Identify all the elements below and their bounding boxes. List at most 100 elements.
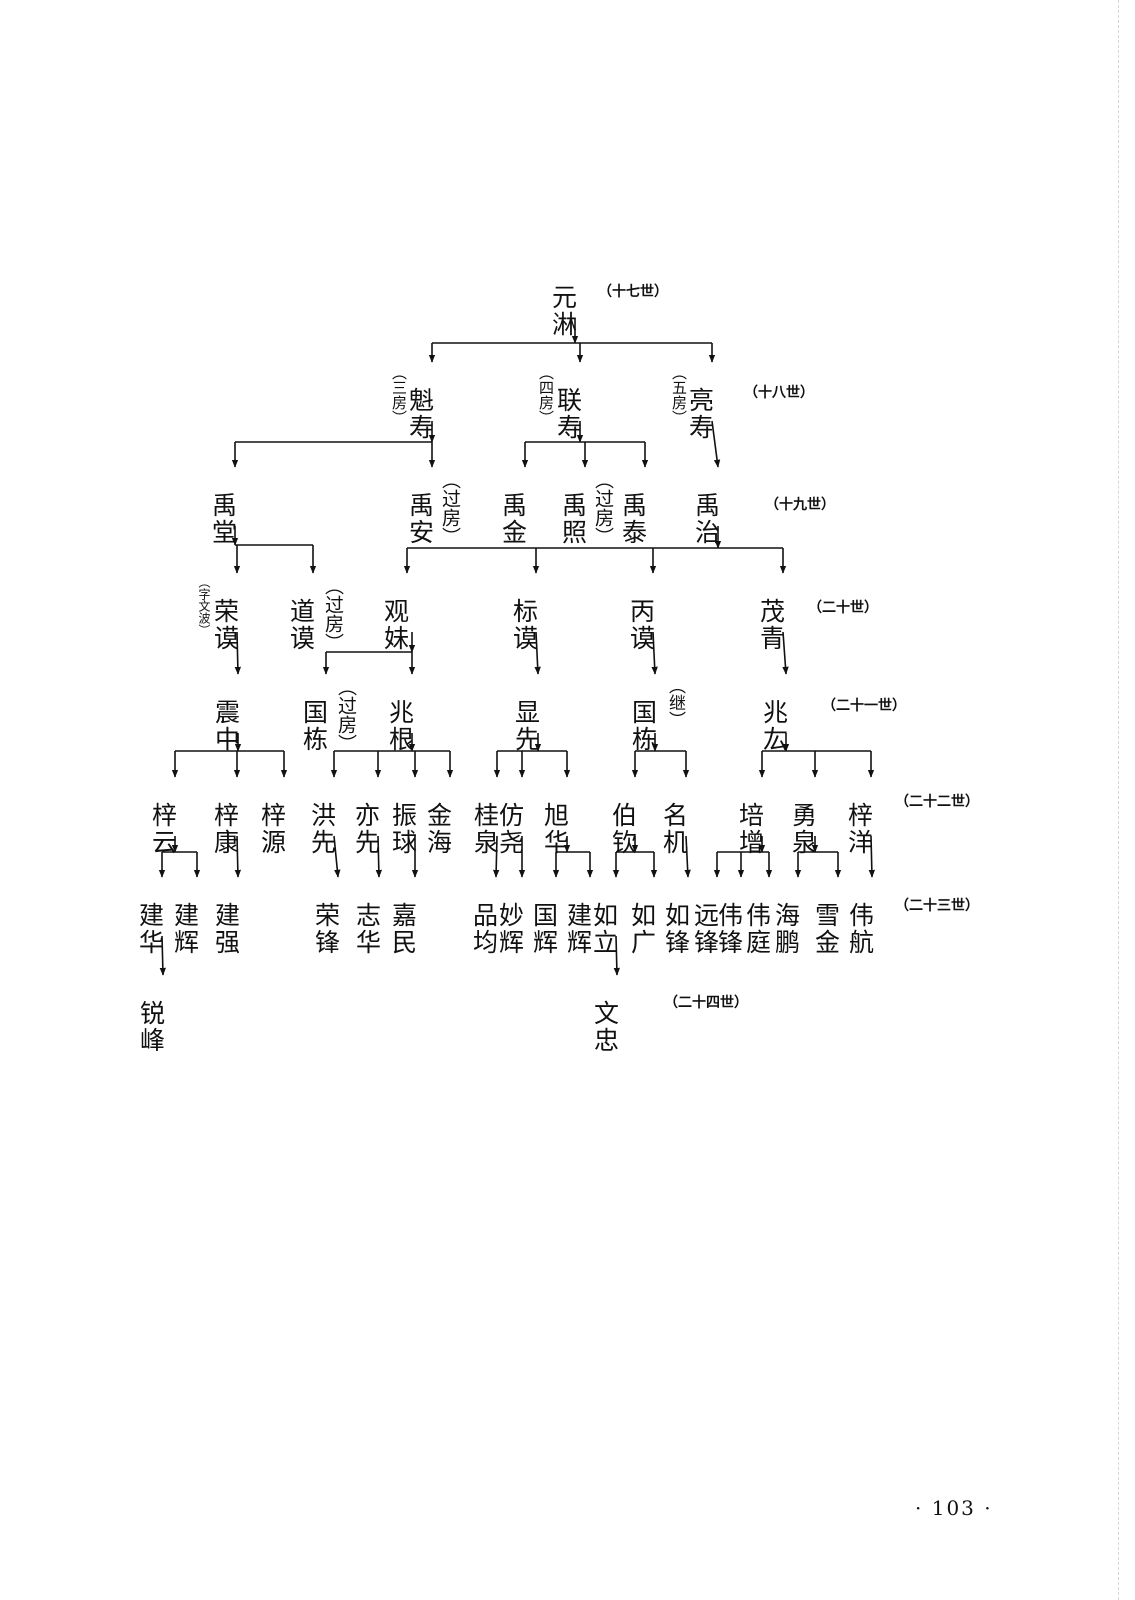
person-name: 如锋 xyxy=(662,902,691,956)
person-name: 亮寿 xyxy=(686,387,715,441)
edge-rongmo-zhenzhong xyxy=(234,631,242,675)
edge-maoqing-zhaohong xyxy=(782,631,789,675)
person-peizeng: 培增 xyxy=(736,802,765,856)
person-yuan: 禹安（过房） xyxy=(406,470,462,546)
person-pinjun: 品均 xyxy=(470,902,499,956)
person-rongmo: 荣谟（字文波） xyxy=(197,576,240,652)
person-name: 培增 xyxy=(736,802,765,856)
person-zhihua: 志华 xyxy=(353,902,382,956)
person-name: 禹金 xyxy=(499,492,528,546)
person-yujin: 禹金 xyxy=(499,492,528,546)
generation-label: （十八世） xyxy=(744,384,814,401)
person-kuishou: 魁寿（三房） xyxy=(390,365,435,441)
person-name: 兆厷 xyxy=(760,699,789,753)
person-rongfeng: 荣锋 xyxy=(312,902,341,956)
person-name: 伯钦 xyxy=(609,802,638,856)
person-yongquan: 勇泉 xyxy=(789,802,818,856)
person-name: 梓云 xyxy=(149,802,178,856)
person-name: 振球 xyxy=(389,802,418,856)
person-wenzhong: 文忠 xyxy=(591,1000,620,1054)
person-name: 旭华 xyxy=(541,802,570,856)
person-name: 建辉 xyxy=(171,902,200,956)
person-jiamin: 嘉民 xyxy=(389,902,418,956)
person-note: （过房） xyxy=(335,677,357,753)
person-yuzhi: 禹治 xyxy=(692,492,721,546)
person-jianhua: 建华 xyxy=(136,902,165,956)
person-note: （过房） xyxy=(439,470,461,546)
person-yixian: 亦先 xyxy=(352,802,381,856)
person-name: 禹照 xyxy=(559,492,588,546)
person-weihang: 伟航 xyxy=(846,902,875,956)
person-name: 伟庭 xyxy=(743,902,772,956)
person-note: （字文波） xyxy=(197,576,211,636)
edge-zikang-jianqiang xyxy=(234,835,242,878)
person-note: （三房） xyxy=(390,365,408,425)
edge-hongxian-rongfeng xyxy=(333,835,341,878)
person-name: 名机 xyxy=(660,802,689,856)
person-name: 品均 xyxy=(470,902,499,956)
person-name: 如广 xyxy=(628,902,657,956)
page-edge xyxy=(1118,0,1119,1600)
person-name: 锐峰 xyxy=(137,1000,166,1054)
edge-ziyang-weihang xyxy=(868,835,876,878)
person-guodong2: 国栋（继） xyxy=(629,677,686,753)
person-guanmei: 观妹 xyxy=(381,598,410,652)
person-note: （四房） xyxy=(537,365,555,425)
person-zhenqiu: 振球 xyxy=(389,802,418,856)
person-mingji: 名机 xyxy=(660,802,689,856)
person-name: 道谟 xyxy=(287,598,316,652)
person-name: 建强 xyxy=(212,902,241,956)
tree-edges xyxy=(158,318,876,976)
tree-nodes: 元淋魁寿（三房）联寿（四房）亮寿（五房）禹堂禹安（过房）禹金禹照（过房）禹泰禹治… xyxy=(136,284,875,1054)
person-name: 如立 xyxy=(590,902,619,956)
person-liangshou: 亮寿（五房） xyxy=(670,365,715,441)
person-yuzhao: 禹照（过房） xyxy=(559,470,615,546)
person-guohui: 国辉 xyxy=(530,902,559,956)
person-name: 洪先 xyxy=(308,802,337,856)
person-name: 金海 xyxy=(424,802,453,856)
person-zikang: 梓康 xyxy=(211,802,240,856)
person-name: 远锋 xyxy=(691,902,720,956)
person-note: （过房） xyxy=(592,470,614,546)
person-name: 元淋 xyxy=(549,284,578,338)
person-name: 荣谟 xyxy=(211,598,240,652)
person-name: 伟航 xyxy=(846,902,875,956)
person-name: 禹堂 xyxy=(209,492,238,546)
person-name: 海鹏 xyxy=(772,902,801,956)
generation-label: （二十一世） xyxy=(822,697,906,714)
person-name: 联寿 xyxy=(554,387,583,441)
generation-label: （十七世） xyxy=(598,283,668,300)
edge-bingmo-guodong2 xyxy=(651,631,658,675)
person-jianqiang: 建强 xyxy=(212,902,241,956)
person-note: （五房） xyxy=(670,365,688,425)
person-name: 嘉民 xyxy=(389,902,418,956)
person-ruguang: 如广 xyxy=(628,902,657,956)
person-ruli: 如立 xyxy=(590,902,619,956)
page-number: · 103 · xyxy=(915,1496,993,1520)
edge-guiquan-pinjun xyxy=(492,835,500,878)
edge-biaomo-xianxian xyxy=(534,631,541,675)
person-name: 丙谟 xyxy=(627,598,656,652)
person-name: 茂青 xyxy=(757,598,786,652)
person-name: 建辉 xyxy=(564,902,593,956)
edge-yixian-zhihua xyxy=(375,835,383,878)
person-zhaogen: 兆根 xyxy=(386,699,415,753)
person-name: 震中 xyxy=(212,699,241,753)
person-hongxian: 洪先 xyxy=(308,802,337,856)
person-lianshou: 联寿（四房） xyxy=(537,365,583,441)
person-xianxian: 显先 xyxy=(512,699,541,753)
person-name: 勇泉 xyxy=(789,802,818,856)
person-jinhai: 金海 xyxy=(424,802,453,856)
generation-label: （二十二世） xyxy=(895,793,979,810)
person-guiquan: 桂泉 xyxy=(471,802,500,856)
person-ziyang: 梓洋 xyxy=(845,802,874,856)
person-daomo: 道谟（过房） xyxy=(287,576,345,652)
person-name: 国辉 xyxy=(530,902,559,956)
person-fangyao: 仿尧 xyxy=(496,802,525,856)
person-name: 显先 xyxy=(512,699,541,753)
person-miaohui: 妙辉 xyxy=(496,902,525,956)
person-name: 仿尧 xyxy=(496,802,525,856)
edge-mingji-rufeng xyxy=(684,835,691,878)
person-name: 建华 xyxy=(136,902,165,956)
